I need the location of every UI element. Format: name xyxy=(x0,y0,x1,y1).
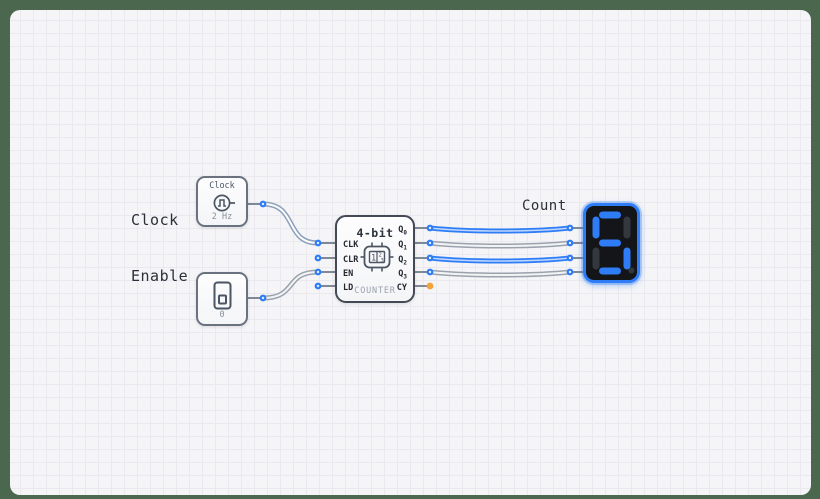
port-counter-clr[interactable] xyxy=(314,254,322,262)
port-counter-q3[interactable] xyxy=(426,268,434,276)
enable-annotation-label[interactable]: Enable xyxy=(131,267,189,285)
counter-pin-en: EN xyxy=(343,269,354,279)
clock-annotation-label[interactable]: Clock xyxy=(131,211,179,229)
wire-q1[interactable] xyxy=(427,240,573,249)
port-counter-cy[interactable] xyxy=(426,282,434,290)
counter-title: 4-bit xyxy=(356,226,394,240)
port-display-in1[interactable] xyxy=(566,239,574,247)
port-display-in0[interactable] xyxy=(566,224,574,232)
counter-pin-ld: LD xyxy=(343,283,354,293)
counter-component[interactable]: 4-bit CLK CLR EN LD Q0 Q1 Q2 Q3 CY 1 2 3… xyxy=(335,215,415,303)
counter-pin-q0: Q0 xyxy=(398,225,407,237)
enable-input-component[interactable]: 0 xyxy=(196,272,248,326)
counter-pin-q3: Q3 xyxy=(398,269,407,281)
clock-frequency: 2 Hz xyxy=(211,212,233,222)
wire-clock-to-clk[interactable] xyxy=(260,201,321,246)
port-enable-output[interactable] xyxy=(259,294,267,302)
seven-segment-digit xyxy=(592,211,635,275)
wire-enable-to-en[interactable] xyxy=(260,269,321,301)
counter-pin-cy: CY xyxy=(396,283,407,293)
port-counter-clk[interactable] xyxy=(314,239,322,247)
svg-text:2: 2 xyxy=(379,253,382,259)
decimal-point xyxy=(628,267,635,274)
counter-pin-clr: CLR xyxy=(343,255,359,265)
port-display-in3[interactable] xyxy=(566,268,574,276)
clock-component-title: Clock xyxy=(209,181,235,191)
counter-pin-clk: CLK xyxy=(343,240,359,250)
port-display-in2[interactable] xyxy=(566,254,574,262)
port-clock-output[interactable] xyxy=(259,200,267,208)
seven-segment-display[interactable] xyxy=(583,203,640,283)
port-counter-q1[interactable] xyxy=(426,239,434,247)
counter-subtitle: COUNTER xyxy=(354,286,396,296)
counter-pin-q2: Q2 xyxy=(398,255,407,267)
counter-chip-icon: 1 2 3 xyxy=(360,242,394,272)
wire-q3[interactable] xyxy=(427,269,573,278)
toggle-switch-icon xyxy=(213,281,232,310)
clock-waveform-icon xyxy=(213,194,235,212)
count-annotation-label[interactable]: Count xyxy=(522,198,567,214)
svg-text:3: 3 xyxy=(381,258,384,264)
port-counter-en[interactable] xyxy=(314,268,322,276)
svg-text:1: 1 xyxy=(371,254,376,264)
enable-input-value: 0 xyxy=(219,310,225,320)
wire-q2[interactable] xyxy=(427,255,573,264)
counter-pin-q1: Q1 xyxy=(398,240,407,252)
clock-component[interactable]: Clock 2 Hz xyxy=(196,176,248,227)
port-counter-q2[interactable] xyxy=(426,254,434,262)
wire-q0[interactable] xyxy=(427,225,573,234)
port-counter-ld[interactable] xyxy=(314,282,322,290)
port-counter-q0[interactable] xyxy=(426,224,434,232)
